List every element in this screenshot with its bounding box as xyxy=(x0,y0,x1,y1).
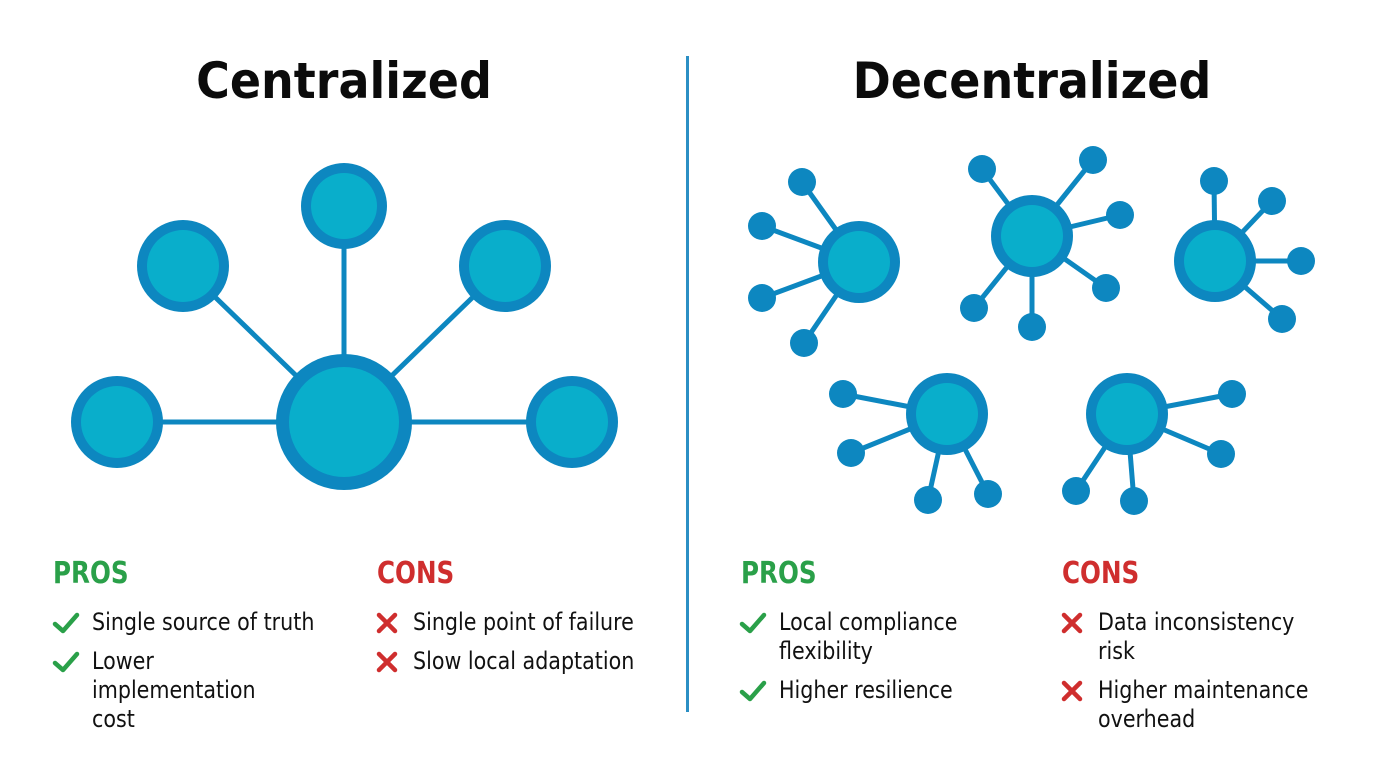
cluster-hub-node-inner xyxy=(828,231,890,293)
satellite-node xyxy=(1079,146,1107,174)
list-item: Lower implementation cost xyxy=(52,647,352,734)
satellite-node xyxy=(914,486,942,514)
list-item-text: Single source of truth xyxy=(92,608,315,636)
list-item-text: Higher resilience xyxy=(779,676,953,704)
centralized-cons-list: Single point of failure Slow local adapt… xyxy=(373,608,673,686)
peripheral-node-inner xyxy=(81,386,153,458)
centralized-network xyxy=(71,163,618,490)
list-item-text: Single point of failure xyxy=(413,608,634,636)
list-item: Data inconsistency risk xyxy=(1058,608,1358,666)
peripheral-node-inner xyxy=(536,386,608,458)
cluster-hub-node-inner xyxy=(1184,230,1246,292)
satellite-node xyxy=(1268,305,1296,333)
x-icon xyxy=(376,651,398,673)
satellite-node xyxy=(837,439,865,467)
decentralized-pros-label: PROS xyxy=(741,556,817,591)
satellite-node xyxy=(960,294,988,322)
satellite-node xyxy=(1018,313,1046,341)
satellite-node xyxy=(1207,440,1235,468)
satellite-node xyxy=(1200,167,1228,195)
check-icon xyxy=(739,612,767,634)
list-item-text: Slow local adaptation xyxy=(413,647,635,675)
centralized-pros-label: PROS xyxy=(53,556,129,591)
centralized-cons-label: CONS xyxy=(377,556,455,591)
satellite-node xyxy=(748,212,776,240)
list-item: Single point of failure xyxy=(373,608,673,637)
central-hub-node-inner xyxy=(289,367,399,477)
x-icon xyxy=(1061,612,1083,634)
centralized-title: Centralized xyxy=(196,52,492,110)
list-item: Single source of truth xyxy=(52,608,352,637)
peripheral-node-inner xyxy=(311,173,377,239)
list-item-text: Higher maintenance overhead xyxy=(1098,676,1309,733)
decentralized-pros-list: Local compliance flexibility Higher resi… xyxy=(739,608,1039,715)
satellite-node xyxy=(968,155,996,183)
satellite-node xyxy=(1120,487,1148,515)
peripheral-node-inner xyxy=(469,230,541,302)
vertical-divider xyxy=(686,56,689,712)
centralized-pros-list: Single source of truth Lower implementat… xyxy=(52,608,352,744)
cluster-hub-node-inner xyxy=(1096,383,1158,445)
decentralized-cons-label: CONS xyxy=(1062,556,1140,591)
satellite-node xyxy=(1287,247,1315,275)
satellite-node xyxy=(790,329,818,357)
satellite-node xyxy=(829,380,857,408)
satellite-node xyxy=(1258,187,1286,215)
x-icon xyxy=(1061,680,1083,702)
x-icon xyxy=(376,612,398,634)
list-item: Higher maintenance overhead xyxy=(1058,676,1358,734)
check-icon xyxy=(52,651,80,673)
list-item-text: Local compliance flexibility xyxy=(779,608,958,665)
cluster-hub-node-inner xyxy=(916,383,978,445)
list-item-text: Lower implementation cost xyxy=(92,647,256,733)
cluster-hub-node-inner xyxy=(1001,205,1063,267)
decentralized-title: Decentralized xyxy=(852,52,1212,110)
decentralized-cons-list: Data inconsistency risk Higher maintenan… xyxy=(1058,608,1358,744)
list-item: Local compliance flexibility xyxy=(739,608,1039,666)
list-item: Higher resilience xyxy=(739,676,1039,705)
satellite-node xyxy=(1106,201,1134,229)
list-item-text: Data inconsistency risk xyxy=(1098,608,1295,665)
decentralized-network xyxy=(748,146,1315,515)
list-item: Slow local adaptation xyxy=(373,647,673,676)
peripheral-node-inner xyxy=(147,230,219,302)
satellite-node xyxy=(1218,380,1246,408)
satellite-node xyxy=(748,284,776,312)
check-icon xyxy=(52,612,80,634)
satellite-node xyxy=(1062,477,1090,505)
satellite-node xyxy=(788,168,816,196)
check-icon xyxy=(739,680,767,702)
satellite-node xyxy=(1092,274,1120,302)
satellite-node xyxy=(974,480,1002,508)
